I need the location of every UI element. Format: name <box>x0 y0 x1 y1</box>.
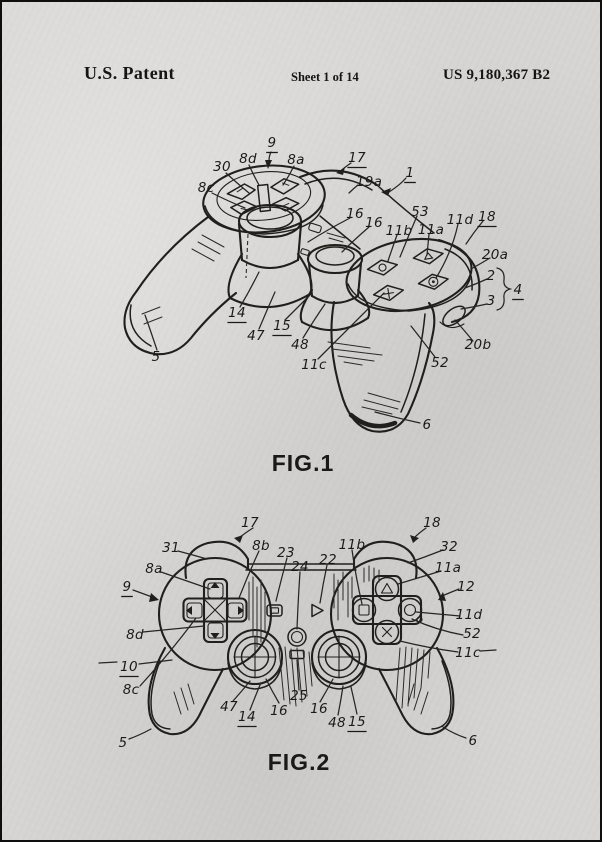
fig1-ref-label-18: 18 <box>478 209 496 225</box>
fig1-ref-label-8a: 8a <box>287 152 304 168</box>
fig1-ref-label-1: 1 <box>406 165 415 181</box>
fig2-ref-label-5: 5 <box>119 735 128 751</box>
fig2-ref-label-25: 25 <box>290 688 308 704</box>
fig1-leaders <box>144 151 491 424</box>
fig2-ref-label-8b: 8b <box>252 538 270 554</box>
fig1-ref-label-5: 5 <box>152 349 161 365</box>
fig2-ref-label-47: 47 <box>220 699 238 715</box>
fig1-drawing <box>123 164 513 433</box>
fig2-ref-label-14: 14 <box>238 709 256 725</box>
fig2-ref-label-24: 24 <box>291 559 309 575</box>
fig2-ref-label-8c: 8c <box>123 682 140 698</box>
fig1-ref-label-4: 4 <box>514 282 523 298</box>
fig2-ref-label-11a: 11a <box>435 560 461 576</box>
fig1-ref-label-8c: 8c <box>198 180 215 196</box>
fig2-ref-label-48: 48 <box>328 715 346 731</box>
fig2-ref-label-8a: 8a <box>145 561 162 577</box>
fig1-ref-label-20b: 20b <box>465 337 492 353</box>
fig1-ref-label-11d: 11d <box>447 212 474 228</box>
fig2-face-buttons <box>351 574 423 646</box>
fig2-ref-label-6: 6 <box>469 733 478 749</box>
fig2-left-stick <box>226 628 284 690</box>
patent-sheet-info: Sheet 1 of 14 <box>291 70 359 84</box>
fig1-ref-label-30: 30 <box>213 159 231 175</box>
fig2-ref-label-52: 52 <box>463 626 481 642</box>
fig1-caption: FIG.1 <box>271 450 335 476</box>
fig1-select-detail <box>308 222 322 234</box>
fig2-ref-label-11c: 11c <box>455 645 481 661</box>
fig1-ref-label-8d: 8d <box>239 151 257 167</box>
fig1-ref-label-52: 52 <box>431 355 449 371</box>
fig2-leaders <box>98 527 497 740</box>
fig1-ref-label-47: 47 <box>247 328 265 344</box>
fig1-face-buttons <box>366 248 449 302</box>
fig1-ref-label-20a: 20a <box>482 247 508 263</box>
fig2-ref-label-12: 12 <box>457 579 475 595</box>
fig2-ref-label-16: 16 <box>270 703 288 719</box>
fig1-ref-label-53: 53 <box>411 204 429 220</box>
fig1-ref-label-6: 6 <box>423 417 432 433</box>
patent-number: US 9,180,367 B2 <box>443 67 551 83</box>
fig1-right-stick <box>299 243 371 332</box>
fig2-drawing <box>147 540 455 736</box>
fig1-ref-label-15: 15 <box>273 318 291 334</box>
fig1-ref-label-17: 17 <box>348 150 366 166</box>
fig2-ref-label-17: 17 <box>241 515 259 531</box>
fig2-ref-label-11d: 11d <box>456 607 483 623</box>
fig1-ref-label-16: 16 <box>346 206 364 222</box>
fig2-ref-label-18: 18 <box>423 515 441 531</box>
fig2-ref-label-16: 16 <box>310 701 328 717</box>
fig2-ref-label-11b: 11b <box>339 537 366 553</box>
fig2-ref-label-31: 31 <box>162 540 180 556</box>
fig1-ref-label-11c: 11c <box>301 357 327 373</box>
fig2-ref-label-15: 15 <box>348 714 366 730</box>
fig1-ref-label-3: 3 <box>487 293 496 309</box>
fig1-ref-label-14: 14 <box>228 305 246 321</box>
fig2-hatching <box>173 565 431 715</box>
fig2-center-controls <box>266 603 324 660</box>
fig1-ref-label-11a: 11a <box>418 222 444 238</box>
fig1-ref-label-11b: 11b <box>386 223 413 239</box>
fig2-ref-label-32: 32 <box>440 539 458 555</box>
fig2-ref-label-8d: 8d <box>126 627 144 643</box>
fig2-ref-label-23: 23 <box>277 545 295 561</box>
fig1-ref-label-48: 48 <box>291 337 309 353</box>
fig1-ref-label-9: 9 <box>268 135 277 151</box>
fig2-ref-label-22: 22 <box>319 552 337 568</box>
fig2-ref-label-9: 9 <box>123 579 132 595</box>
fig1-ref-label-2: 2 <box>487 268 496 284</box>
fig2-dpad <box>182 577 248 644</box>
fig2-caption: FIG.2 <box>267 749 331 775</box>
fig1-ref-label-16: 16 <box>365 215 383 231</box>
patent-header-title: U.S. Patent <box>84 63 175 83</box>
fig1-left-stick <box>227 203 313 309</box>
fig2-right-stick <box>310 628 368 690</box>
fig2-ref-label-10: 10 <box>120 659 138 675</box>
fig1-ref-label-19a: 19a <box>356 174 382 190</box>
